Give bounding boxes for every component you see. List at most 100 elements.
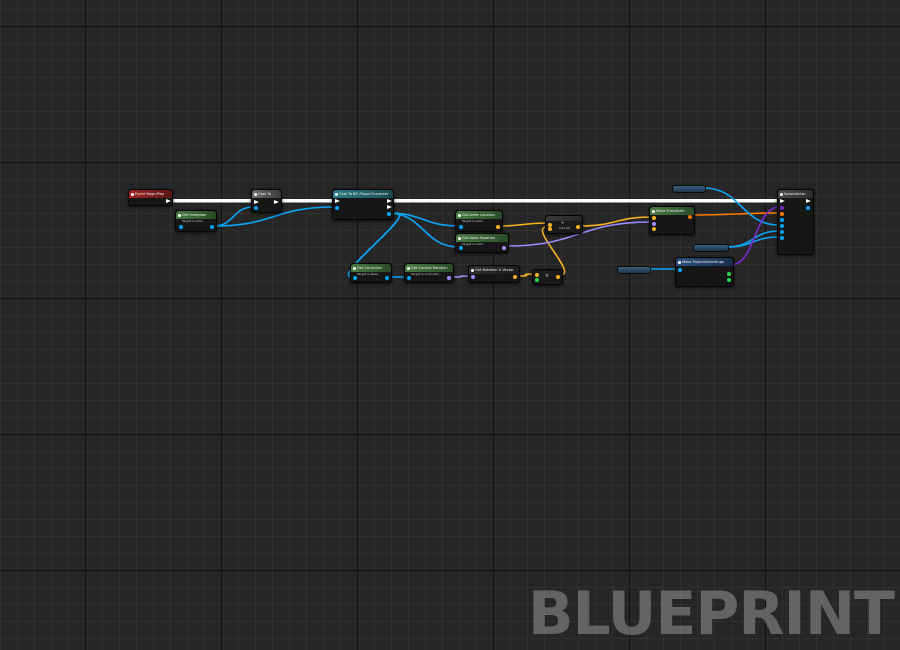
get-rotation-x-vector-in-pin[interactable] [471,275,475,279]
get-instigator-node[interactable]: Get Instigator Target is Actor [175,210,217,232]
get-instigator-subtitle: Target is Actor [182,219,204,223]
make-transform-location-pin[interactable] [652,216,656,220]
cast-as-player-pin[interactable] [387,212,391,216]
get-controller-node[interactable]: Get Controller Target is Pawn [350,263,392,283]
get-controller-subtitle: Target is Pawn [357,272,379,276]
cast-failed-exec-pin[interactable] [387,205,392,209]
get-instigator-title: Get Instigator [182,213,207,217]
exec-wire-main[interactable] [171,199,778,203]
get-actor-location-target-pin[interactable] [459,225,463,229]
get-control-rotation-return-pin[interactable] [447,276,451,280]
multiply-a-pin[interactable] [535,273,539,277]
get-actor-rotation-title: Get Actor Rotation [462,236,496,240]
struct-icon [678,260,681,264]
cast-to-player-node[interactable]: Cast To BP_PlayerCharacter [332,189,394,220]
spawn-icon [780,192,783,196]
function-f-icon [458,213,461,217]
get-actor-rotation-return-pin[interactable] [502,246,506,250]
get-actor-location-return-pin[interactable] [496,225,500,229]
function-f-icon [458,236,461,240]
cast-object-in-pin[interactable] [335,206,339,210]
vector-add-b-pin[interactable] [548,227,552,231]
wire-add-to-transform[interactable] [580,216,652,227]
make-projectile-settings-out-pin-a[interactable] [727,272,731,276]
spawn-actor-title: SpawnActor [784,192,806,196]
get-rotation-x-vector-out-pin[interactable] [513,275,517,279]
spawn-return-pin[interactable] [806,206,810,210]
get-controller-target-pin[interactable] [353,276,357,280]
vector-add-node[interactable]: + Add pin [545,215,583,234]
wire-location-to-add[interactable] [498,222,548,227]
wire-var-top-to-spawn[interactable] [703,187,780,226]
sequence-object-in-pin[interactable] [254,206,258,210]
wire-xvector-to-multiply[interactable] [517,273,535,277]
vector-add-a-pin[interactable] [548,223,552,227]
get-actor-rotation-subtitle: Target is Actor [462,242,484,246]
multiply-b-pin[interactable] [535,278,539,282]
spawn-settings-pin[interactable] [780,230,784,234]
vector-add-out-pin[interactable] [576,225,580,229]
spawn-target-pin[interactable] [780,236,784,240]
wire-instigator-to-cast[interactable] [213,206,335,227]
make-projectile-settings-title: Make ProjectileSettings [682,260,724,264]
make-projectile-settings-node[interactable]: Make ProjectileSettings [675,257,734,287]
multiply-node[interactable]: × [532,269,563,285]
event-begin-play-node[interactable]: Event BeginPlay [128,189,173,206]
vector-add-symbol: + [561,220,565,225]
get-actor-rotation-target-pin[interactable] [459,246,463,250]
wire-multiply-to-add[interactable] [541,226,566,276]
make-transform-scale-pin[interactable] [652,227,656,231]
wire-cast-to-controller[interactable] [347,212,401,278]
function-f-icon [652,209,655,213]
event-diamond-icon [131,192,134,196]
wire-rotation-to-transform[interactable] [506,221,652,247]
get-control-rotation-target-pin[interactable] [407,276,411,280]
cast-exec-out-pin[interactable] [387,199,392,203]
sequence-exec-out-pin[interactable] [274,200,279,204]
multiply-out-pin[interactable] [556,275,560,279]
spawn-exec-in-pin[interactable] [780,199,785,203]
get-control-rotation-node[interactable]: Get Control Rotation Target is Controlle… [404,263,454,283]
get-control-rotation-title: Get Control Rotation [411,266,448,270]
spawn-exec-out-pin[interactable] [806,199,811,203]
get-controller-return-pin[interactable] [385,276,389,280]
sequence-title: Cast To [258,192,271,196]
cast-to-player-title: Cast To BP_PlayerCharacter [339,192,389,196]
get-actor-rotation-node[interactable]: Get Actor Rotation Target is Actor [455,233,509,253]
get-instigator-return-pin[interactable] [210,225,214,229]
make-projectile-settings-out-pin-b[interactable] [727,278,731,282]
spawn-transform-pin[interactable] [780,212,784,216]
multiply-symbol: × [545,273,550,279]
function-f-icon [407,266,410,270]
variable-getter-top[interactable] [672,185,706,193]
wire-control-rot-to-xvector[interactable] [451,275,471,278]
make-transform-title: Make Transform [656,209,685,213]
wire-settings-to-spawn[interactable] [730,206,780,266]
make-transform-node[interactable]: Make Transform [649,206,695,235]
get-actor-location-node[interactable]: Get Actor Location Target is Actor [455,210,503,232]
get-actor-location-title: Get Actor Location [462,213,496,217]
get-rotation-x-vector-node[interactable]: Get Rotation X Vector [468,265,520,283]
event-exec-out-pin[interactable] [166,199,171,203]
variable-getter-mid[interactable] [693,244,729,252]
make-projectile-settings-in-pin[interactable] [678,268,682,272]
cast-exec-in-pin[interactable] [335,199,340,203]
vector-add-add-pin-label[interactable]: Add pin [559,226,571,230]
spawn-actor-node[interactable]: SpawnActor [777,189,814,255]
variable-getter-left[interactable] [617,266,651,274]
get-actor-location-subtitle: Target is Actor [462,219,484,223]
spawn-instigator-pin[interactable] [780,224,784,228]
blueprint-watermark: BLUEPRINT [527,579,895,649]
function-f-icon [353,266,356,270]
spawn-class-pin[interactable] [780,206,784,210]
get-controller-title: Get Controller [357,266,383,270]
spawn-owner-pin[interactable] [780,218,784,222]
get-instigator-target-pin[interactable] [179,225,183,229]
sequence-node[interactable]: Cast To [251,189,282,213]
get-rotation-x-vector-title: Get Rotation X Vector [475,268,514,272]
make-transform-return-pin[interactable] [688,215,692,219]
make-transform-rotation-pin[interactable] [652,222,656,226]
sequence-exec-in-pin[interactable] [254,200,259,204]
